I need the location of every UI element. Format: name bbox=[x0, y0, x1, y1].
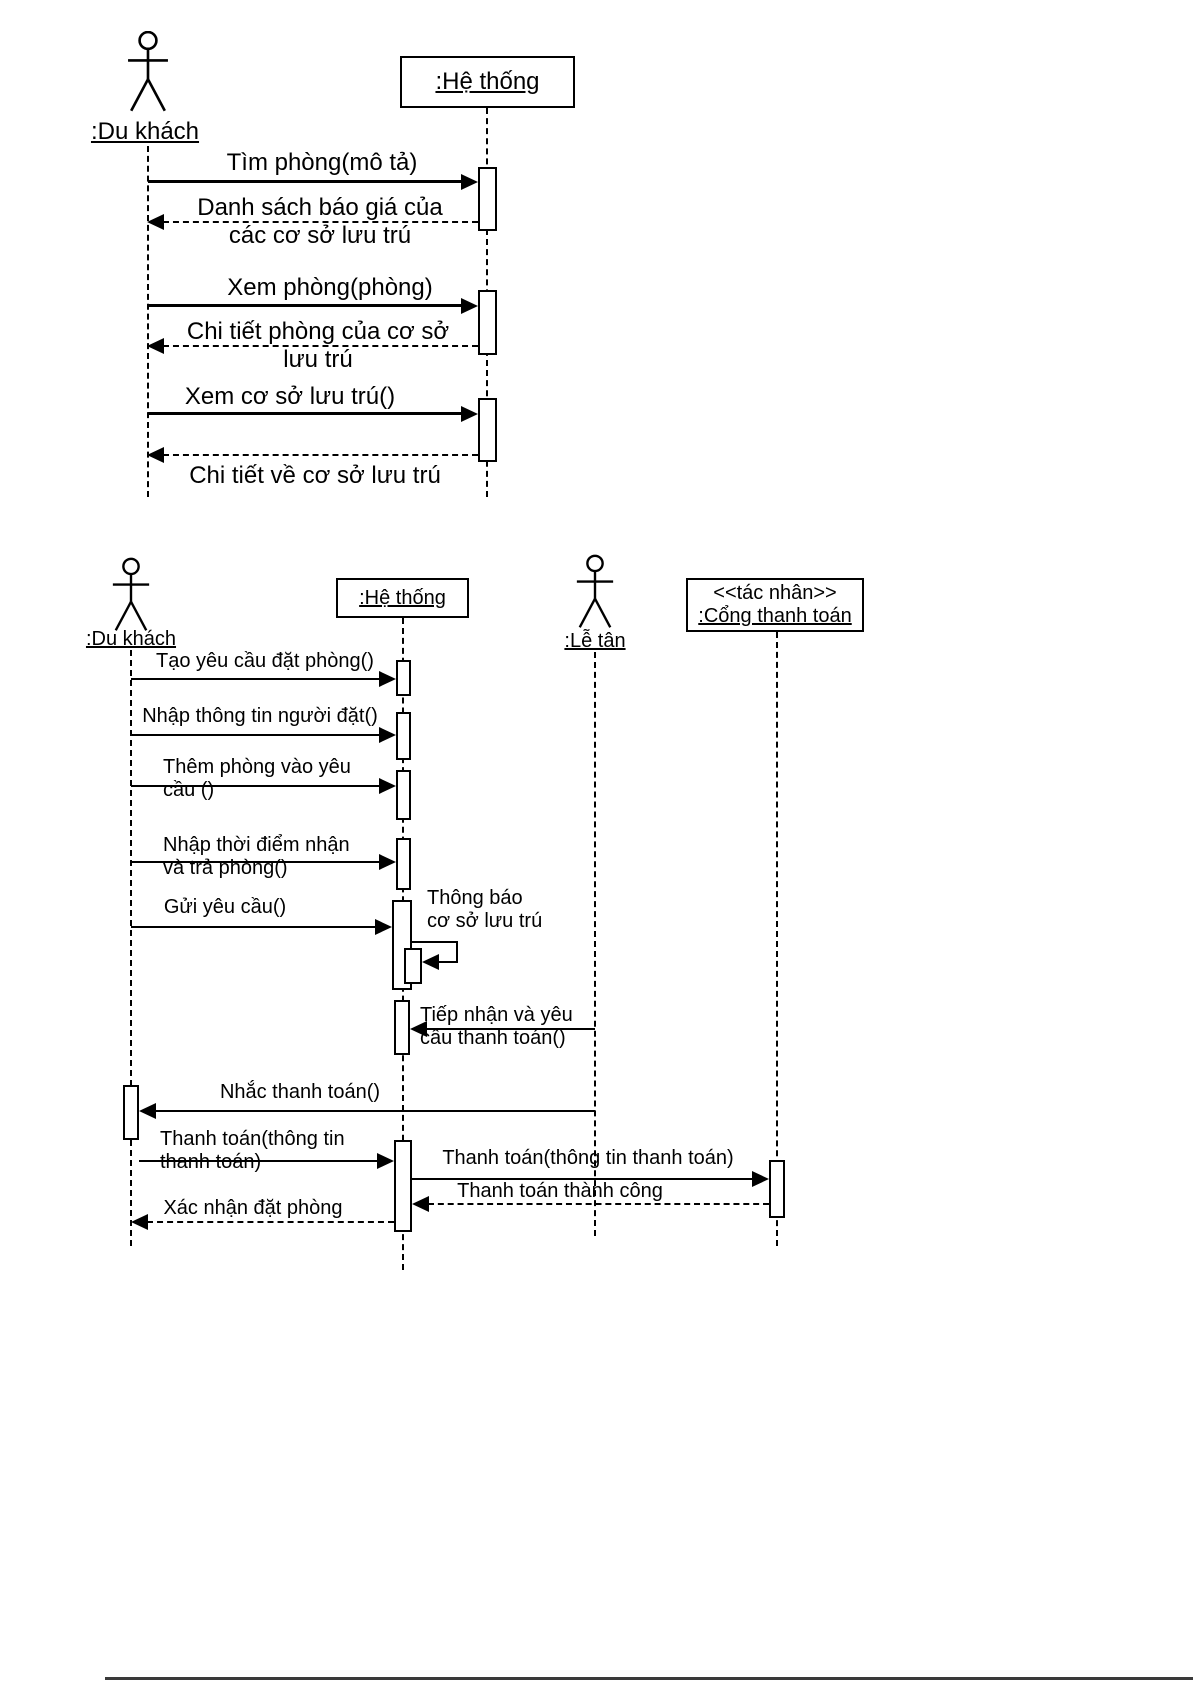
message-label: Tìm phòng(mô tả) bbox=[226, 149, 418, 176]
actor-label-le-tan: :Lễ tân bbox=[564, 630, 626, 652]
stick-figure-icon bbox=[576, 554, 614, 628]
activation-bar bbox=[478, 398, 497, 462]
activation-bar-nested bbox=[404, 948, 422, 984]
return-arrowhead bbox=[412, 1196, 429, 1212]
lifeline-du-khach-2 bbox=[130, 650, 132, 1246]
return-arrow-line bbox=[163, 221, 478, 223]
message-arrowhead bbox=[379, 727, 396, 743]
actor-figure-du-khach-2 bbox=[110, 557, 152, 635]
message-arrowhead bbox=[375, 919, 392, 935]
activation-bar bbox=[396, 660, 411, 696]
activation-bar bbox=[123, 1085, 139, 1140]
message-arrowhead bbox=[139, 1103, 156, 1119]
actor-figure-le-tan bbox=[574, 554, 616, 632]
object-stereotype-label: <<tác nhân>> bbox=[713, 582, 837, 604]
lifeline-le-tan bbox=[594, 652, 596, 1236]
message-arrow-line bbox=[148, 412, 463, 415]
message-arrowhead bbox=[379, 778, 396, 794]
actor-label-du-khach-2: :Du khách bbox=[85, 628, 177, 650]
message-arrowhead bbox=[379, 854, 396, 870]
return-arrowhead bbox=[147, 447, 164, 463]
object-label-he-thong-2: :Hệ thống bbox=[359, 586, 446, 609]
return-arrow-line bbox=[163, 454, 478, 456]
message-label: Chi tiết về cơ sở lưu trú bbox=[189, 462, 441, 489]
activation-bar bbox=[396, 770, 411, 820]
message-arrowhead bbox=[752, 1171, 769, 1187]
activation-bar bbox=[396, 712, 411, 760]
message-label: Tiếp nhận và yêu cầu thanh toán() bbox=[420, 1004, 573, 1049]
message-label: Chi tiết phòng của cơ sở lưu trú bbox=[186, 318, 450, 373]
activation-bar bbox=[394, 1140, 412, 1232]
message-arrow-line bbox=[131, 926, 376, 928]
message-arrow-line bbox=[131, 785, 380, 787]
message-arrowhead bbox=[377, 1153, 394, 1169]
object-box-he-thong-2: :Hệ thống bbox=[336, 578, 469, 618]
message-arrow-line bbox=[148, 180, 463, 183]
stick-figure-icon bbox=[112, 557, 150, 631]
return-arrow-line bbox=[147, 1221, 394, 1223]
object-label-he-thong: :Hệ thống bbox=[435, 68, 540, 95]
activation-bar bbox=[396, 838, 411, 890]
self-message-line-right bbox=[456, 941, 458, 963]
activation-bar bbox=[478, 290, 497, 355]
message-arrow-line bbox=[131, 678, 380, 680]
return-arrow-line bbox=[428, 1203, 769, 1205]
message-arrow-line bbox=[412, 1178, 754, 1180]
message-arrowhead bbox=[379, 671, 396, 687]
actor-figure-du-khach bbox=[124, 31, 172, 115]
return-arrow-line bbox=[163, 345, 478, 347]
message-arrow-line bbox=[131, 861, 380, 863]
activation-bar bbox=[769, 1160, 785, 1218]
actor-label-du-khach: :Du khách bbox=[90, 118, 200, 145]
message-arrowhead bbox=[461, 174, 478, 190]
message-label: Xem phòng(phòng) bbox=[227, 274, 433, 301]
message-label: Thêm phòng vào yêu cầu () bbox=[163, 756, 351, 801]
message-label: Nhập thời điểm nhận và trả phòng() bbox=[163, 834, 350, 879]
self-message-label: Thông báo cơ sở lưu trú bbox=[427, 887, 543, 932]
message-label: Thanh toán thành công bbox=[457, 1180, 663, 1202]
message-label: Gửi yêu cầu() bbox=[163, 896, 287, 918]
self-message-arrowhead bbox=[422, 954, 439, 970]
message-label: Danh sách báo giá của các cơ sở lưu trú bbox=[197, 194, 443, 249]
lifeline-du-khach bbox=[147, 146, 149, 497]
message-arrowhead bbox=[461, 298, 478, 314]
self-message-line-top bbox=[412, 941, 458, 943]
object-label-cong-thanh-toan: :Cổng thanh toán bbox=[698, 605, 852, 627]
message-arrow-line bbox=[155, 1110, 595, 1112]
message-label: Thanh toán(thông tin thanh toán) bbox=[442, 1147, 734, 1169]
message-label: Nhắc thanh toán() bbox=[219, 1081, 381, 1103]
message-arrow-line bbox=[131, 734, 380, 736]
activation-bar bbox=[478, 167, 497, 231]
message-arrowhead bbox=[461, 406, 478, 422]
return-arrowhead bbox=[147, 214, 164, 230]
stick-figure-icon bbox=[128, 31, 168, 112]
message-arrow-line bbox=[148, 304, 463, 307]
activation-bar bbox=[394, 1000, 410, 1055]
message-arrow-line bbox=[426, 1028, 595, 1030]
message-label: Xem cơ sở lưu trú() bbox=[184, 383, 396, 410]
object-box-he-thong: :Hệ thống bbox=[400, 56, 575, 108]
message-label: Thanh toán(thông tin thanh toán) bbox=[160, 1128, 345, 1173]
message-label: Tạo yêu cầu đặt phòng() bbox=[156, 650, 374, 672]
message-arrowhead bbox=[410, 1021, 427, 1037]
object-box-cong-thanh-toan: <<tác nhân>> :Cổng thanh toán bbox=[686, 578, 864, 632]
message-label: Nhập thông tin người đặt() bbox=[142, 705, 378, 727]
self-message-line-bottom bbox=[438, 961, 458, 963]
page-bottom-divider bbox=[105, 1677, 1193, 1680]
return-arrowhead bbox=[131, 1214, 148, 1230]
return-arrowhead bbox=[147, 338, 164, 354]
message-arrow-line bbox=[139, 1160, 379, 1162]
message-label: Xác nhận đặt phòng bbox=[163, 1197, 343, 1219]
lifeline-cong-thanh-toan bbox=[776, 632, 778, 1246]
